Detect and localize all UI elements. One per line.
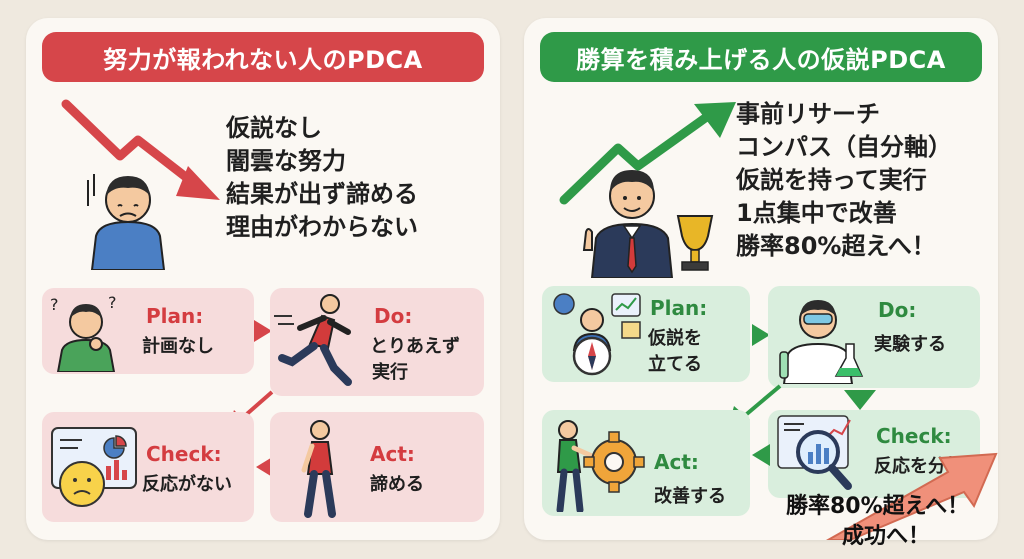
act-step-title: Act: bbox=[654, 450, 699, 474]
statement: 仮説を持って実行 bbox=[736, 166, 927, 194]
gear-pushing-man-icon bbox=[546, 418, 646, 512]
up-trend-arrow-icon bbox=[558, 98, 748, 208]
walking-man-icon bbox=[288, 418, 352, 518]
check-step-desc: 反応がない bbox=[142, 474, 232, 495]
arrow-left-icon bbox=[750, 442, 772, 468]
act-step-box: Act: 諦める bbox=[270, 412, 484, 522]
magnifier-chart-icon bbox=[772, 412, 868, 496]
do-step-desc-line1: とりあえず bbox=[370, 336, 460, 357]
plan-step-desc: 計画なし bbox=[142, 336, 214, 357]
statement: 結果が出ず諦める bbox=[226, 180, 418, 208]
statement: 事前リサーチ bbox=[736, 100, 880, 128]
check-step-title: Check: bbox=[876, 424, 952, 448]
success-overlay-line2: 成功へ！ bbox=[842, 524, 931, 549]
good-pdca-statements: 事前リサーチ コンパス（自分軸） 仮説を持って実行 1点集中で改善 勝率80%超… bbox=[736, 98, 952, 263]
arrow-right-icon bbox=[252, 318, 274, 344]
scientist-icon bbox=[774, 290, 866, 384]
compass-planning-icon bbox=[546, 290, 646, 378]
bad-pdca-header: 努力が報われない人のPDCA bbox=[42, 32, 484, 82]
statement: 勝率80%超えへ！ bbox=[736, 232, 936, 260]
big-success-arrow-icon bbox=[824, 436, 998, 540]
check-step-box: Check: 反応がない bbox=[42, 412, 254, 522]
plan-step-title: Plan: bbox=[650, 296, 708, 320]
act-step-title: Act: bbox=[370, 442, 415, 466]
arrow-down-icon bbox=[842, 388, 878, 412]
svg-text:?: ? bbox=[50, 295, 59, 314]
businessman-trophy-icon bbox=[570, 154, 720, 278]
bad-pdca-statements: 仮説なし 闇雲な努力 結果が出ず諦める 理由がわからない bbox=[226, 112, 418, 244]
good-pdca-header: 勝算を積み上げる人の仮説PDCA bbox=[540, 32, 982, 82]
confused-man-icon: ? ? bbox=[48, 292, 124, 372]
do-step-title: Do: bbox=[374, 304, 413, 328]
sad-man-icon bbox=[86, 166, 170, 270]
good-pdca-panel: 勝算を積み上げる人の仮説PDCA 事前リサーチ コンパス（自分軸） 仮説を持って… bbox=[524, 18, 998, 549]
do-step-title: Do: bbox=[878, 298, 917, 322]
plan-step-box: Plan: 仮説を 立てる bbox=[542, 286, 750, 382]
do-step-desc: 実験する bbox=[874, 334, 946, 355]
sad-face-chart-icon bbox=[48, 422, 140, 514]
statement: コンパス（自分軸） bbox=[736, 133, 952, 161]
plan-step-desc-line2: 立てる bbox=[648, 354, 702, 375]
act-step-desc: 諦める bbox=[370, 474, 424, 495]
running-man-icon bbox=[272, 292, 364, 388]
svg-text:?: ? bbox=[108, 293, 117, 312]
act-step-box: Act: 改善する bbox=[542, 410, 750, 516]
success-overlay-line1: 勝率80%超えへ！ bbox=[786, 494, 970, 519]
statement: 闇雲な努力 bbox=[226, 147, 346, 175]
plan-step-title: Plan: bbox=[146, 304, 204, 328]
do-step-desc-line2: 実行 bbox=[372, 362, 408, 383]
arrow-right-icon bbox=[750, 322, 772, 348]
plan-step-desc-line1: 仮説を bbox=[648, 328, 702, 349]
act-step-desc: 改善する bbox=[654, 486, 726, 507]
statement: 理由がわからない bbox=[226, 213, 418, 241]
plan-step-box: ? ? Plan: 計画なし bbox=[42, 288, 254, 374]
statement: 1点集中で改善 bbox=[736, 199, 897, 227]
arrow-left-icon bbox=[254, 454, 276, 480]
do-step-box: Do: とりあえず 実行 bbox=[270, 288, 484, 396]
down-trend-arrow-icon bbox=[60, 96, 230, 206]
check-step-title: Check: bbox=[146, 442, 222, 466]
statement: 仮説なし bbox=[226, 114, 322, 142]
do-step-box: Do: 実験する bbox=[768, 286, 980, 388]
bad-pdca-panel: 努力が報われない人のPDCA 仮説なし 闇雲な努力 結果が出ず諦める 理由がわか… bbox=[26, 18, 500, 540]
